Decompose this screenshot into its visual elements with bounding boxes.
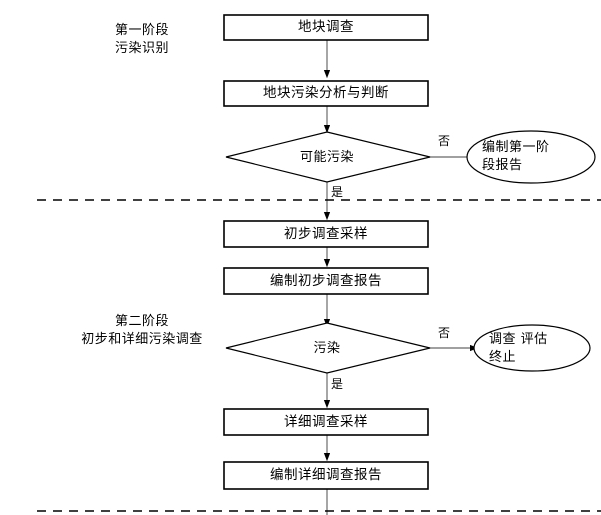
shape-node-pollution <box>225 322 431 374</box>
shape-node-detailed-sampling <box>223 408 429 436</box>
edge-label-possible-pollution-yes: 是 <box>331 185 344 199</box>
shape-node-site-survey <box>223 14 429 41</box>
edge-label-possible-pollution-no: 否 <box>438 134 451 148</box>
shape-node-detailed-report <box>223 461 429 490</box>
shape-node-pollution-analysis <box>223 80 429 107</box>
shape-node-survey-terminated <box>473 324 591 372</box>
shape-node-possible-pollution <box>225 131 431 183</box>
stage-label-phase-2: 第二阶段 初步和详细污染调查 <box>81 314 203 347</box>
shape-node-preliminary-sampling <box>223 220 429 248</box>
shape-node-preliminary-report <box>223 267 429 295</box>
edge-label-pollution-yes: 是 <box>331 377 344 391</box>
stage-label-phase-1: 第一阶段 污染识别 <box>114 23 169 56</box>
shape-node-phase1-report <box>466 130 596 184</box>
edge-label-pollution-no: 否 <box>438 326 451 340</box>
